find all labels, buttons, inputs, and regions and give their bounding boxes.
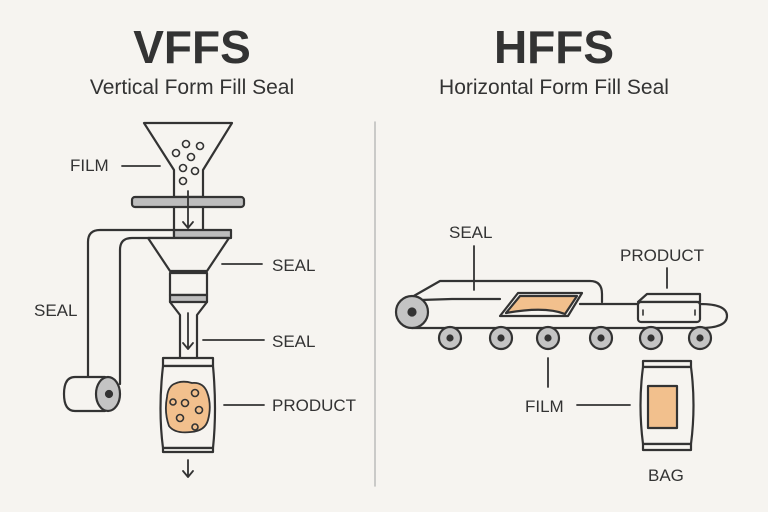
hffs-subtitle: Horizontal Form Fill Seal [439, 76, 669, 99]
hffs-machine-icon [394, 245, 729, 452]
hffs-label-film: FILM [525, 397, 564, 416]
vffs-label-seal-left: SEAL [34, 301, 78, 320]
hffs-label-bag: BAG [648, 466, 684, 485]
hffs-title: HFFS [493, 21, 615, 73]
vffs-label-seal-top: SEAL [272, 256, 316, 275]
vffs-label-film: FILM [70, 156, 109, 175]
hffs-label-seal: SEAL [449, 223, 493, 242]
hffs-label-product: PRODUCT [620, 246, 705, 265]
vffs-title: VFFS [133, 21, 251, 73]
vffs-label-product: PRODUCT [272, 396, 357, 415]
vffs-label-seal-mid: SEAL [272, 332, 316, 351]
vffs-subtitle: Vertical Form Fill Seal [89, 76, 295, 99]
vffs-machine-icon [62, 121, 265, 478]
